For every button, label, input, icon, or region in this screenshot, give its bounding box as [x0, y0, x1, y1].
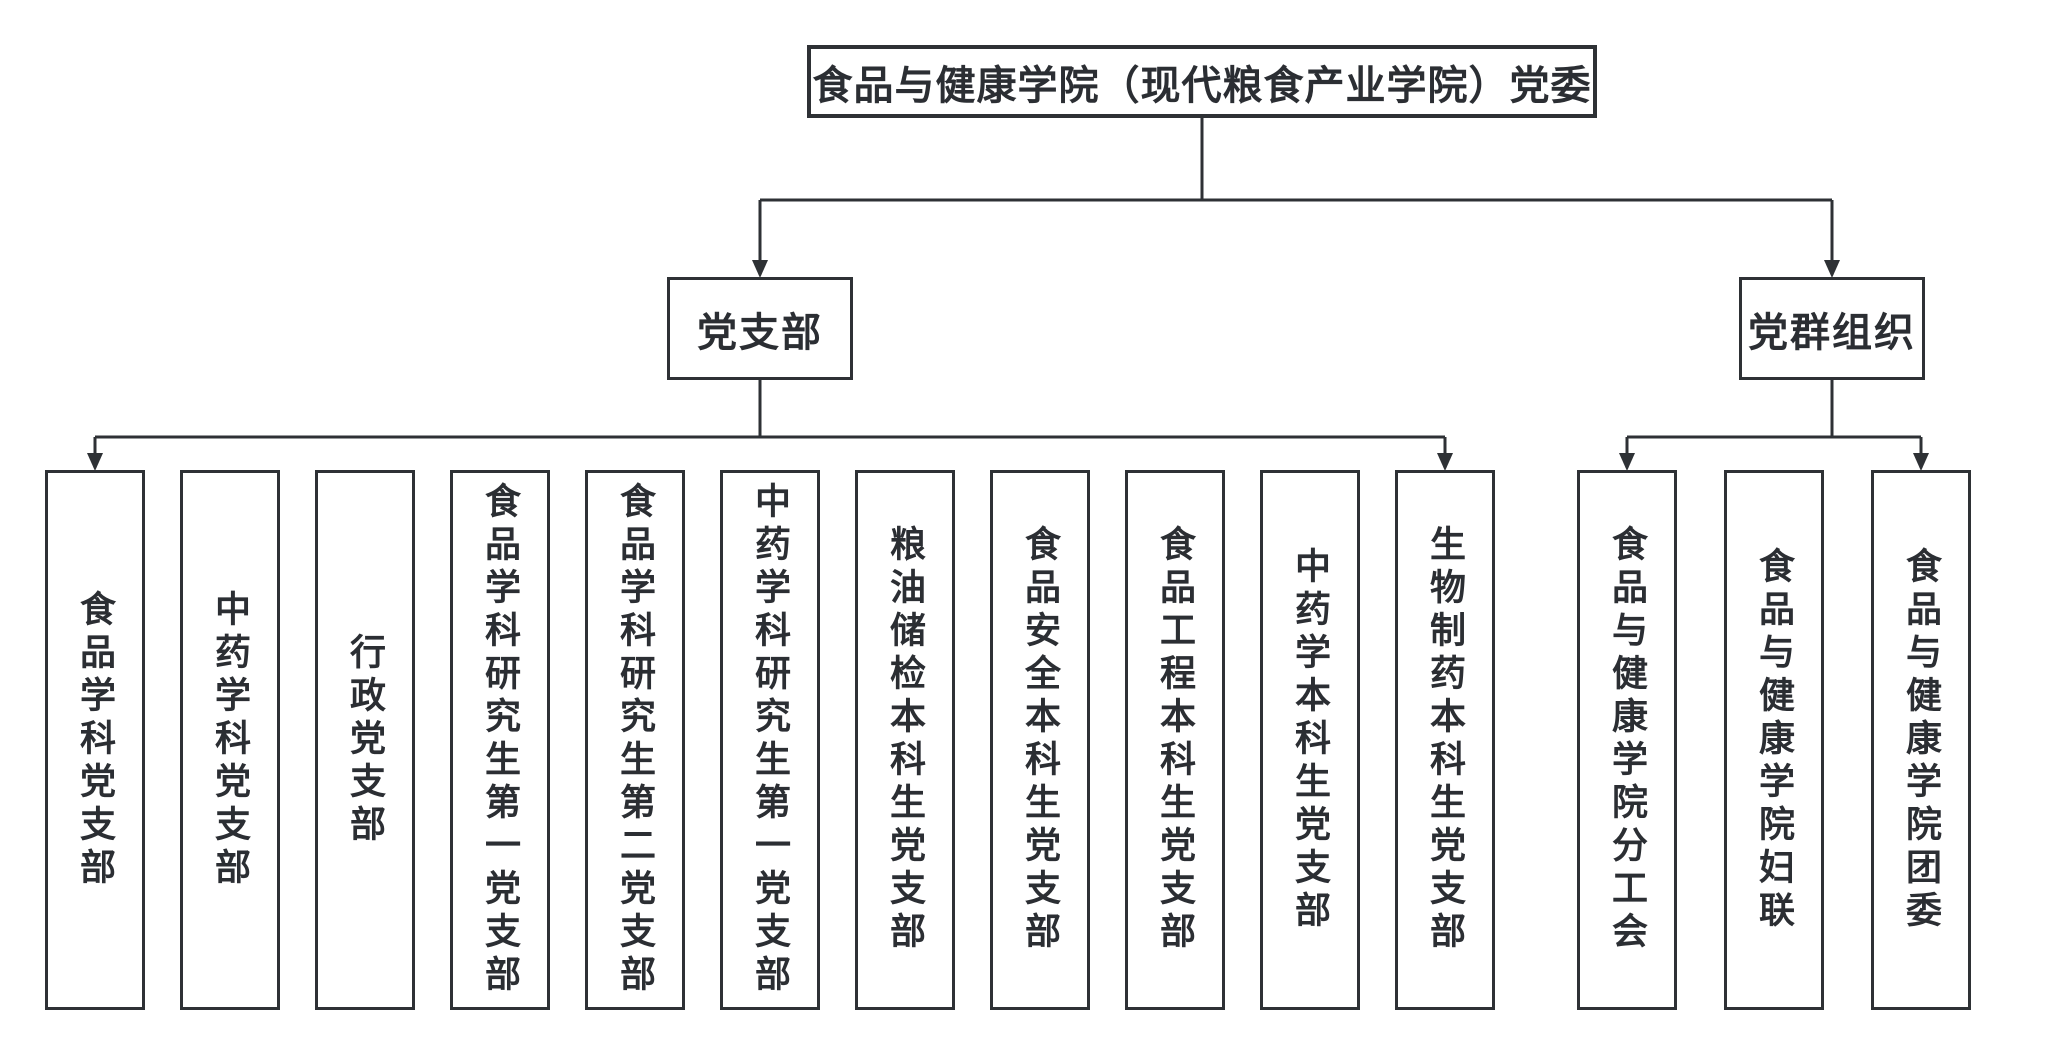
leaf-box: 食品与健康学院分工会	[1577, 470, 1677, 1010]
leaf-label: 中药学科研究生第一党支部	[750, 482, 791, 998]
arrow-down-icon	[1437, 453, 1453, 471]
leaf-box: 食品学科研究生第一党支部	[450, 470, 550, 1010]
leaf-box: 食品学科研究生第二党支部	[585, 470, 685, 1010]
leaf-box: 中药学科研究生第一党支部	[720, 470, 820, 1010]
branch-box-party-mass-organizations: 党群组织	[1739, 277, 1925, 380]
leaf-label: 行政党支部	[345, 632, 386, 848]
org-root-box: 食品与健康学院（现代粮食产业学院）党委	[807, 45, 1597, 118]
arrow-down-icon	[1824, 260, 1840, 278]
leaf-box: 中药学科党支部	[180, 470, 280, 1010]
leaf-label: 中药学科党支部	[210, 589, 251, 891]
arrow-down-icon	[1913, 453, 1929, 471]
arrow-down-icon	[752, 260, 768, 278]
leaf-box: 食品学科党支部	[45, 470, 145, 1010]
leaf-box: 食品与健康学院团委	[1871, 470, 1971, 1010]
org-root-label: 食品与健康学院（现代粮食产业学院）党委	[812, 63, 1592, 108]
leaf-box: 食品与健康学院妇联	[1724, 470, 1824, 1010]
leaf-label: 食品学科研究生第一党支部	[480, 482, 521, 998]
leaf-label: 粮油储检本科生党支部	[885, 525, 926, 955]
leaf-label: 食品工程本科生党支部	[1155, 525, 1196, 955]
leaf-box: 粮油储检本科生党支部	[855, 470, 955, 1010]
leaf-label: 食品与健康学院妇联	[1754, 546, 1795, 934]
branch-label: 党支部	[697, 310, 823, 355]
leaf-label: 食品与健康学院团委	[1901, 546, 1942, 934]
leaf-box: 生物制药本科生党支部	[1395, 470, 1495, 1010]
arrow-down-icon	[1619, 453, 1635, 471]
leaf-label: 食品学科研究生第二党支部	[615, 482, 656, 998]
leaf-label: 食品学科党支部	[75, 589, 116, 891]
leaf-box: 食品安全本科生党支部	[990, 470, 1090, 1010]
leaf-label: 生物制药本科生党支部	[1425, 525, 1466, 955]
leaf-box: 行政党支部	[315, 470, 415, 1010]
leaf-box: 食品工程本科生党支部	[1125, 470, 1225, 1010]
leaf-label: 中药学本科生党支部	[1290, 546, 1331, 934]
leaf-label: 食品安全本科生党支部	[1020, 525, 1061, 955]
branch-label: 党群组织	[1748, 310, 1916, 355]
leaf-label: 食品与健康学院分工会	[1607, 525, 1648, 955]
arrow-down-icon	[87, 453, 103, 471]
branch-box-party-branches: 党支部	[667, 277, 853, 380]
leaf-box: 中药学本科生党支部	[1260, 470, 1360, 1010]
